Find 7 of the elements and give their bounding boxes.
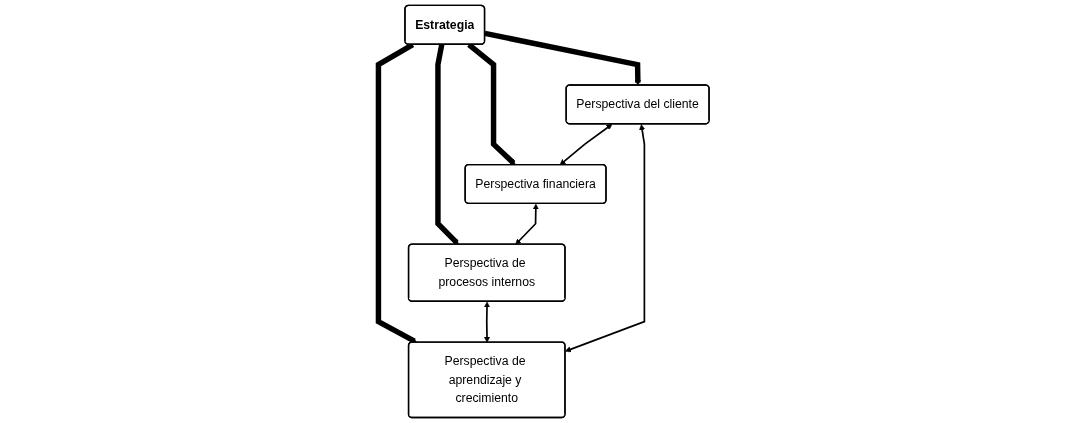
arrow — [435, 44, 460, 245]
arrow — [376, 42, 418, 344]
arrow — [515, 203, 540, 245]
arrow — [484, 301, 491, 343]
arrow — [559, 124, 613, 166]
arrow — [484, 30, 642, 86]
arrow — [565, 124, 646, 353]
